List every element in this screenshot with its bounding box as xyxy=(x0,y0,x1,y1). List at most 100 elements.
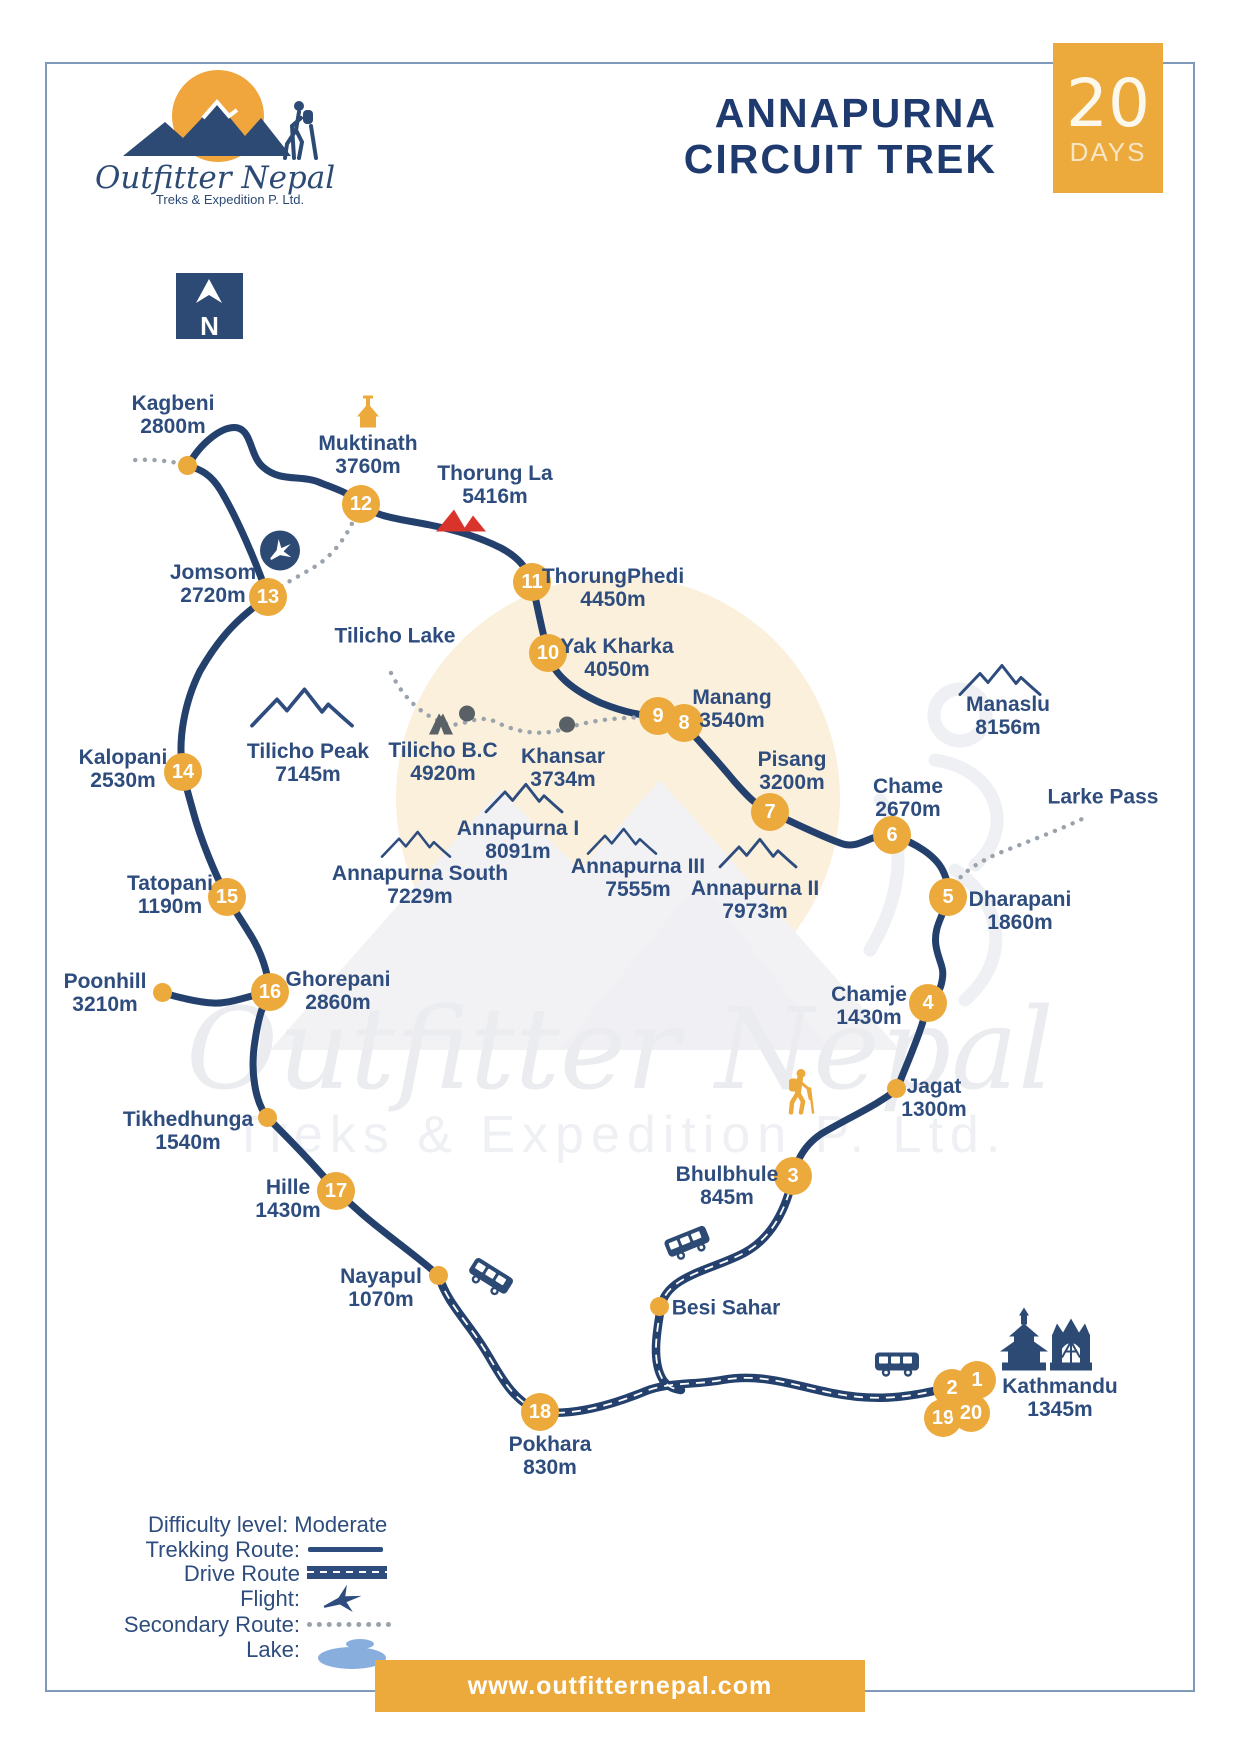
place-name: Nayapul xyxy=(340,1265,422,1288)
north-arrow-icon xyxy=(196,279,222,303)
place-elevation: 8091m xyxy=(485,840,551,863)
place-elevation: 3210m xyxy=(72,993,138,1016)
place-elevation: 3734m xyxy=(530,768,596,791)
place-elevation: 1300m xyxy=(901,1098,967,1121)
north-indicator: N xyxy=(176,273,243,339)
place-name: Tilicho Peak xyxy=(246,740,370,763)
place-elevation: 8156m xyxy=(975,716,1041,739)
place-name: Pokhara xyxy=(508,1433,592,1456)
logo-hiker xyxy=(283,101,318,160)
place-elevation: 1430m xyxy=(255,1199,321,1222)
place-elevation: 7229m xyxy=(387,885,453,908)
drive-route-swatch xyxy=(307,1566,387,1579)
place-elevation: 3540m xyxy=(699,709,765,732)
secondary-route-swatch xyxy=(307,1622,391,1627)
place-name: Hille xyxy=(265,1176,311,1199)
place-name: Manang xyxy=(692,686,772,709)
place-elevation: 7555m xyxy=(605,878,671,901)
place-elevation: 4450m xyxy=(580,588,646,611)
place-name: Ghorepani xyxy=(285,968,391,991)
place-elevation: 2720m xyxy=(180,584,246,607)
title-line-2: CIRCUIT TREK xyxy=(683,136,997,182)
place-elevation: 3760m xyxy=(335,455,401,478)
place-label-tilicho-lake: Tilicho Lake xyxy=(335,625,456,648)
place-name: Bhulbhule xyxy=(675,1163,779,1186)
place-elevation: 4920m xyxy=(410,762,476,785)
poster-title: ANNAPURNA CIRCUIT TREK xyxy=(684,90,997,182)
peak-icon xyxy=(958,662,1042,703)
waypoint-day-20: 20 xyxy=(952,1394,990,1432)
legend-label-lake: Lake: xyxy=(246,1637,300,1662)
legend-label-trekking-route: Trekking Route: xyxy=(145,1537,300,1562)
legend-difficulty: Difficulty level: Moderate xyxy=(148,1512,388,1537)
place-elevation: 1345m xyxy=(1027,1398,1093,1421)
place-name: ThorungPhedi xyxy=(541,565,685,588)
place-name: Larke Pass xyxy=(1047,785,1159,809)
place-name: Muktinath xyxy=(318,432,418,455)
place-name: Poonhill xyxy=(63,970,147,993)
legend-label-drive-route: Drive Route xyxy=(183,1561,300,1586)
waypoint-day-19: 19 xyxy=(924,1399,962,1437)
duration-number: 20 xyxy=(1066,65,1150,142)
footer-bar: www.outfitternepal.com xyxy=(375,1660,865,1712)
place-elevation: 7973m xyxy=(722,900,788,923)
duration-badge: 20 DAYS xyxy=(1053,43,1163,193)
place-name: Besi Sahar xyxy=(671,1296,781,1320)
kathmandu-temple-icon xyxy=(996,1307,1096,1377)
place-name: Khansar xyxy=(520,745,606,768)
place-name: Kagbeni xyxy=(131,392,215,415)
place-name: Tatopani xyxy=(127,872,213,895)
place-name: Dharapani xyxy=(968,888,1072,911)
place-name: Tilicho Lake xyxy=(334,624,456,648)
place-elevation: 845m xyxy=(700,1186,754,1209)
place-name: Kathmandu xyxy=(1002,1375,1118,1398)
website-url: www.outfitternepal.com xyxy=(467,1671,773,1700)
place-name: Tikhedhunga xyxy=(122,1108,254,1131)
place-name: Jomsom xyxy=(169,561,257,584)
place-elevation: 3200m xyxy=(759,771,825,794)
duration-unit: DAYS xyxy=(1069,137,1147,167)
title-line-1: ANNAPURNA xyxy=(714,90,997,136)
trek-route-swatch xyxy=(308,1547,383,1552)
place-elevation: 1860m xyxy=(987,911,1053,934)
place-name: Tilicho B.C xyxy=(388,739,498,762)
legend-label-flight: Flight: xyxy=(240,1586,300,1611)
place-elevation: 5416m xyxy=(462,485,528,508)
place-name: Annapurna III xyxy=(570,855,706,878)
place-name: Thorung La xyxy=(437,462,553,485)
logo-tagline: Treks & Expedition P. Ltd. xyxy=(155,192,305,207)
legend-label-secondary-route: Secondary Route: xyxy=(123,1612,300,1637)
logo-name: Outfitter Nepal xyxy=(95,160,336,196)
logo: Outfitter Nepal Treks & Expedition P. Lt… xyxy=(95,64,375,214)
place-name: Annapurna South xyxy=(331,862,509,885)
place-name: Chame xyxy=(872,775,944,798)
place-name: Annapurna II xyxy=(690,877,820,900)
place-name: Annapurna I xyxy=(456,817,580,840)
place-label-larke-pass: Larke Pass xyxy=(1048,786,1159,809)
